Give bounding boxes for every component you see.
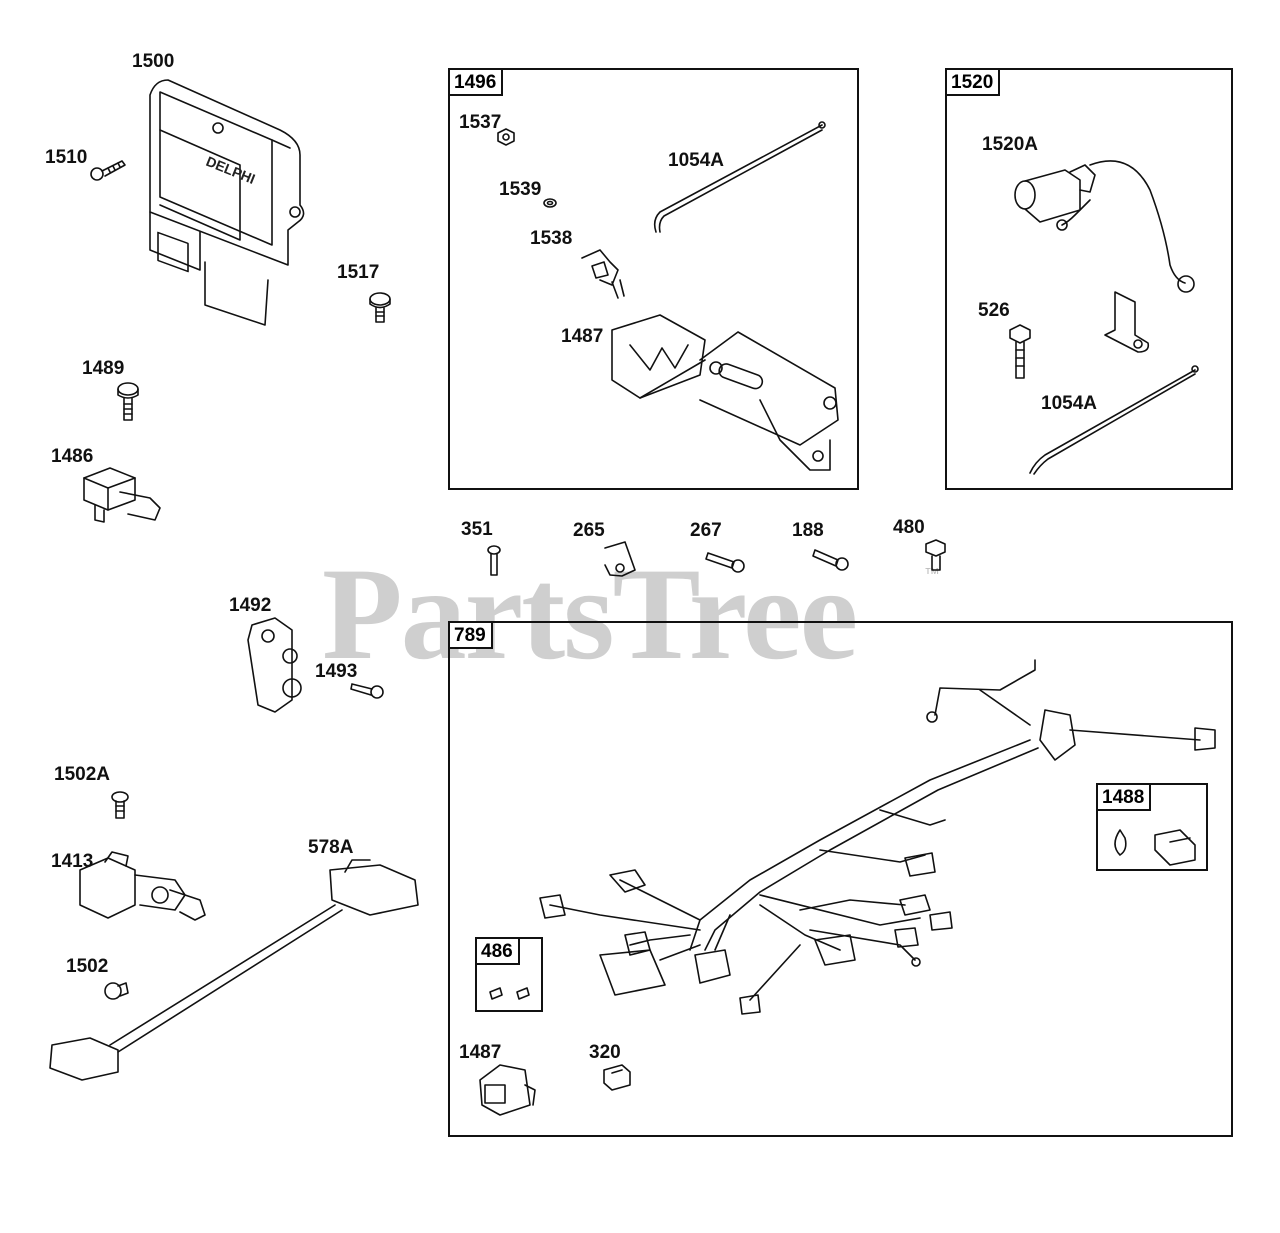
- label-1487-top[interactable]: 1487: [561, 326, 604, 347]
- group-box-1496: 1496: [448, 68, 859, 490]
- group-tag-1496[interactable]: 1496: [450, 70, 504, 96]
- label-351[interactable]: 351: [461, 519, 493, 540]
- screw-267-drawing[interactable]: [705, 552, 745, 573]
- group-box-486: 486: [475, 937, 543, 1012]
- label-1054A-right[interactable]: 1054A: [1041, 393, 1097, 414]
- screw-480-drawing[interactable]: [925, 539, 946, 571]
- group-box-1520: 1520: [945, 68, 1233, 490]
- screw-526-drawing[interactable]: [1009, 324, 1031, 379]
- sensor-1413-drawing[interactable]: [79, 851, 206, 921]
- sensor-1520A-drawing[interactable]: [1014, 160, 1195, 293]
- label-1517[interactable]: 1517: [337, 262, 380, 283]
- terminals-486-drawing[interactable]: [489, 987, 530, 1000]
- label-1486[interactable]: 1486: [51, 446, 94, 467]
- label-1500[interactable]: 1500: [132, 51, 175, 72]
- label-1487-bottom[interactable]: 1487: [459, 1042, 502, 1063]
- label-1502A[interactable]: 1502A: [54, 764, 110, 785]
- label-320[interactable]: 320: [589, 1042, 621, 1063]
- screw-1493-drawing[interactable]: [350, 683, 384, 699]
- label-1537[interactable]: 1537: [459, 112, 502, 133]
- relay-320-drawing[interactable]: [603, 1064, 631, 1091]
- label-1539[interactable]: 1539: [499, 179, 542, 200]
- ecu-module-drawing[interactable]: [149, 79, 305, 326]
- label-1413[interactable]: 1413: [51, 851, 94, 872]
- group-tag-789[interactable]: 789: [450, 623, 493, 649]
- screw-1502-drawing[interactable]: [104, 982, 129, 1000]
- clip-265-drawing[interactable]: [604, 541, 636, 577]
- label-1502[interactable]: 1502: [66, 956, 109, 977]
- nut-1537-drawing[interactable]: [497, 128, 515, 146]
- label-480[interactable]: 480: [893, 517, 925, 538]
- ecu-brand-text: DELPHI: [204, 153, 258, 187]
- label-1492[interactable]: 1492: [229, 595, 272, 616]
- bolt-1489-drawing[interactable]: [117, 382, 139, 421]
- label-188[interactable]: 188: [792, 520, 824, 541]
- connector-1488-drawing[interactable]: [1114, 829, 1196, 866]
- cable-tie-1054A-a-drawing[interactable]: [653, 121, 826, 233]
- screw-1510-drawing[interactable]: [90, 160, 126, 181]
- label-267[interactable]: 267: [690, 520, 722, 541]
- washer-1539-drawing[interactable]: [543, 198, 557, 208]
- bolt-1517-drawing[interactable]: [369, 292, 391, 323]
- label-526[interactable]: 526: [978, 300, 1010, 321]
- group-tag-1488[interactable]: 1488: [1098, 785, 1152, 811]
- group-box-1488: 1488: [1096, 783, 1208, 871]
- screw-1502A-drawing[interactable]: [111, 791, 129, 819]
- label-578A[interactable]: 578A: [308, 837, 354, 858]
- label-1489[interactable]: 1489: [82, 358, 125, 379]
- label-1510[interactable]: 1510: [45, 147, 88, 168]
- label-1054A-top[interactable]: 1054A: [668, 150, 724, 171]
- bracket-1520-drawing[interactable]: [1104, 291, 1150, 353]
- label-1493[interactable]: 1493: [315, 661, 358, 682]
- group-tag-1520[interactable]: 1520: [947, 70, 1001, 96]
- screw-351-drawing[interactable]: [487, 545, 501, 576]
- sensor-1486-drawing[interactable]: [83, 467, 161, 523]
- bracket-1487-drawing[interactable]: [611, 314, 839, 471]
- watermark: PartsTree: [322, 540, 858, 687]
- label-1538[interactable]: 1538: [530, 228, 573, 249]
- sensor-1492-drawing[interactable]: [247, 617, 302, 713]
- wiring-harness-789-drawing[interactable]: [539, 659, 1216, 1015]
- group-box-789: 789: [448, 621, 1233, 1137]
- connector-1487-drawing[interactable]: [479, 1064, 536, 1116]
- harness-578A-drawing[interactable]: [49, 859, 419, 1081]
- cable-tie-1054A-b-drawing[interactable]: [1029, 365, 1199, 475]
- label-265[interactable]: 265: [573, 520, 605, 541]
- grommet-1538-drawing[interactable]: [581, 249, 625, 299]
- label-1520A[interactable]: 1520A: [982, 134, 1038, 155]
- screw-188-drawing[interactable]: [812, 549, 849, 571]
- group-tag-486[interactable]: 486: [477, 939, 520, 965]
